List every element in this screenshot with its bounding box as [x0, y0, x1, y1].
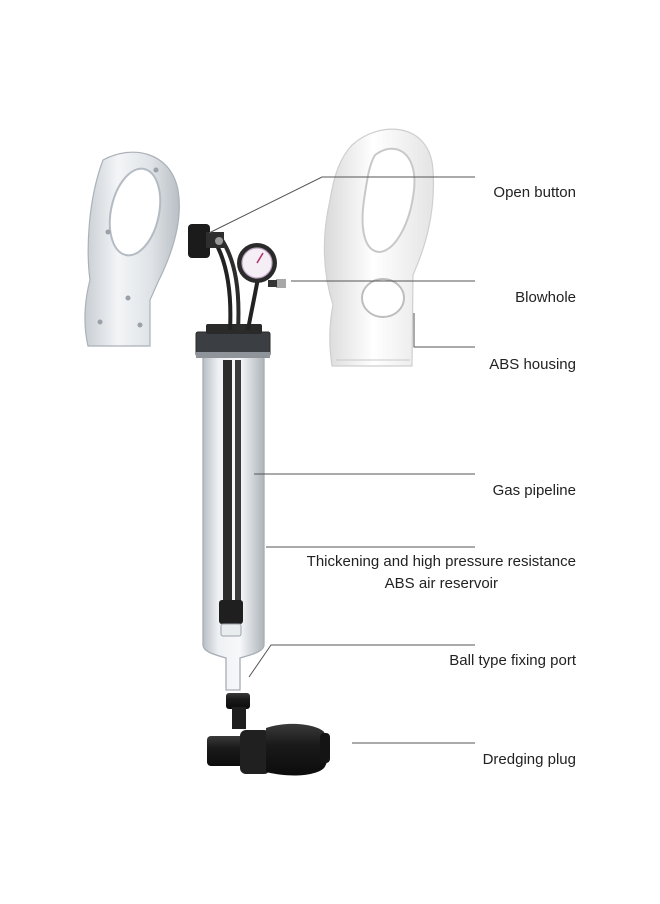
label-abs-housing: ABS housing	[489, 356, 576, 373]
abs-housing	[323, 128, 435, 367]
clear-housing-half	[84, 151, 180, 347]
leader-ball-port	[248, 644, 475, 678]
label-dredging-plug: Dredging plug	[482, 751, 576, 768]
gas-pipeline	[219, 360, 243, 637]
blowhole-nozzle	[276, 279, 286, 288]
leader-open-button	[208, 176, 475, 234]
label-reservoir-line2: ABS air reservoir	[384, 575, 499, 592]
label-blowhole: Blowhole	[515, 289, 576, 306]
open-button-part	[188, 224, 210, 258]
label-gas-pipeline: Gas pipeline	[492, 482, 576, 499]
air-reservoir	[195, 324, 271, 691]
dredging-plug	[207, 693, 330, 776]
label-reservoir: Thickening and high pressure resistance …	[307, 551, 576, 595]
label-reservoir-line1: Thickening and high pressure resistance	[306, 553, 576, 570]
leader-lines	[208, 176, 475, 744]
label-open-button: Open button	[493, 184, 576, 201]
label-ball-port: Ball type fixing port	[449, 652, 576, 669]
valve-assembly	[188, 224, 286, 331]
leader-abs-housing	[413, 313, 475, 348]
